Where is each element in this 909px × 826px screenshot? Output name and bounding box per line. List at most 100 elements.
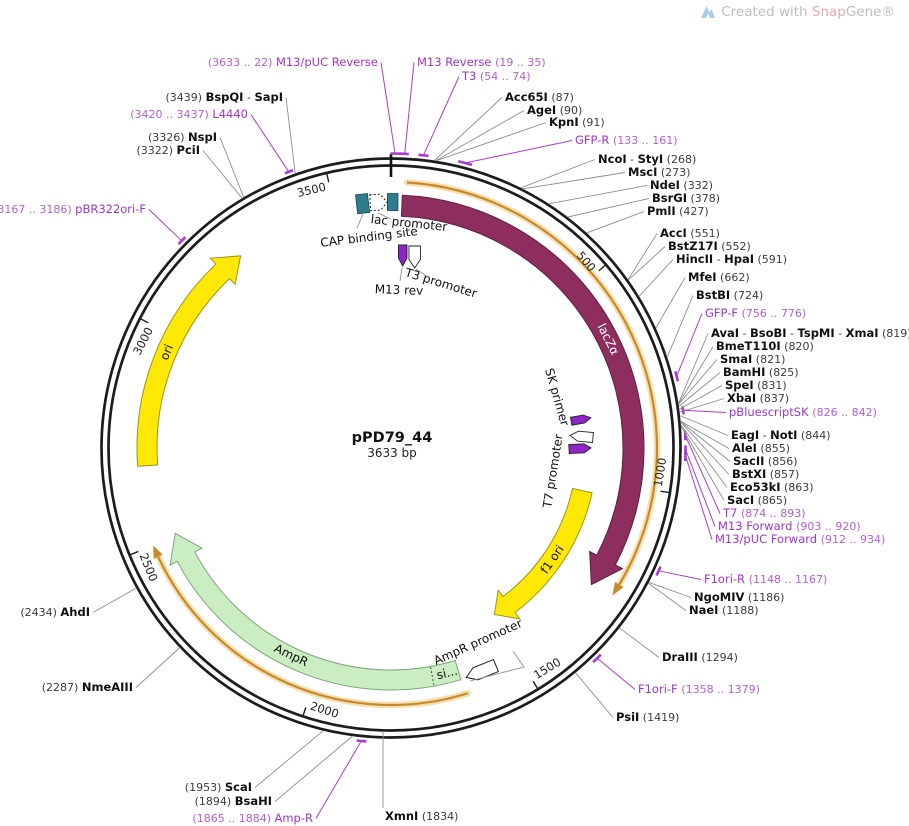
site-label-M13 Reverse[interactable]: M13 Reverse (19 .. 35) xyxy=(417,55,546,69)
site-label-F1ori-R[interactable]: F1ori-R (1148 .. 1167) xyxy=(704,572,827,586)
site-label-BspQI - SapI[interactable]: (3439) BspQI - SapI xyxy=(165,90,283,104)
feature-lacZα[interactable] xyxy=(400,194,645,586)
site-label-DraIII[interactable]: DraIII (1294) xyxy=(662,650,738,664)
site-label-F1ori-F[interactable]: F1ori-F (1358 .. 1379) xyxy=(638,682,760,696)
site-label-BsrGI[interactable]: BsrGI (378) xyxy=(652,191,720,205)
leader-BspQI - SapI xyxy=(285,97,296,174)
site-label-EagI - NotI[interactable]: EagI - NotI (844) xyxy=(731,428,831,442)
feature-AmpR[interactable] xyxy=(169,532,462,691)
leader-SmaI xyxy=(678,359,718,405)
label-stub xyxy=(356,213,364,229)
primer-mark-F1ori-F xyxy=(592,653,602,664)
site-label-NdeI[interactable]: NdeI (332) xyxy=(650,178,713,192)
site-label-NmeAIII[interactable]: (2287) NmeAIII xyxy=(42,680,133,694)
site-label-Acc65I[interactable]: Acc65I (87) xyxy=(505,90,574,104)
leader-BsrGI xyxy=(567,198,650,218)
inner-label-M13 rev: M13 rev xyxy=(374,282,423,298)
feature-label-ori[interactable]: ori xyxy=(157,342,176,362)
primer-mark-pBluescriptSK xyxy=(681,406,685,415)
tick-label-1500: 1500 xyxy=(531,655,563,682)
site-label-BstBI[interactable]: BstBI (724) xyxy=(696,288,763,302)
site-label-BstZ17I[interactable]: BstZ17I (552) xyxy=(668,239,751,253)
site-label-AleI[interactable]: AleI (855) xyxy=(732,441,790,455)
site-label-pBR322ori-F[interactable]: (3167 .. 3186) pBR322ori-F xyxy=(0,202,146,216)
leader-M13/pUC Reverse xyxy=(380,62,396,154)
leader-NmeAIII xyxy=(135,647,180,688)
site-label-M13/pUC Reverse[interactable]: (3633 .. 22) M13/pUC Reverse xyxy=(208,55,378,69)
site-label-KpnI[interactable]: KpnI (91) xyxy=(549,115,605,129)
site-label-GFP-F[interactable]: GFP-F (756 .. 776) xyxy=(705,306,806,320)
t3-promoter-arrow[interactable] xyxy=(408,245,421,269)
tick-label-1000: 1000 xyxy=(651,457,669,488)
site-label-PciI[interactable]: (3322) PciI xyxy=(136,143,200,157)
primer-mark-Amp-R xyxy=(356,739,367,743)
t7-primer-arrow[interactable] xyxy=(568,443,592,455)
ampr-promoter-arrow[interactable] xyxy=(464,658,500,684)
m13-rev-arrow[interactable] xyxy=(398,244,408,267)
site-label-SmaI[interactable]: SmaI (821) xyxy=(720,352,785,366)
site-label-pBluescriptSK[interactable]: pBluescriptSK (826 .. 842) xyxy=(729,405,877,419)
site-label-L4440[interactable]: (3420 .. 3437) L4440 xyxy=(130,107,248,121)
inner-label-SK primer: SK primer xyxy=(542,367,572,428)
label-stub xyxy=(415,268,429,278)
site-label-T3[interactable]: T3 (54 .. 74) xyxy=(461,69,531,83)
site-label-NaeI[interactable]: NaeI (1188) xyxy=(689,603,759,617)
site-label-NcoI - StyI[interactable]: NcoI - StyI (268) xyxy=(598,152,696,166)
site-label-T7[interactable]: T7 (874 .. 893) xyxy=(722,506,806,520)
cap-binding-site-box-2[interactable] xyxy=(386,193,399,211)
tick-3500 xyxy=(325,172,330,183)
site-label-AhdI[interactable]: (2434) AhdI xyxy=(20,605,90,619)
lac-promoter-arrow[interactable] xyxy=(369,193,388,212)
site-label-XbaI[interactable]: XbaI (837) xyxy=(727,391,789,405)
primer-mark-GFP-F xyxy=(674,371,680,382)
site-label-SpeI[interactable]: SpeI (831) xyxy=(725,378,787,392)
leader-GFP-F xyxy=(676,313,703,377)
site-label-NspI[interactable]: (3326) NspI xyxy=(148,130,217,144)
site-label-NgoMIV[interactable]: NgoMIV (1186) xyxy=(694,590,784,604)
leader-PciI xyxy=(202,150,243,199)
site-label-Amp-R[interactable]: (1865 .. 1884) Amp-R xyxy=(192,811,313,825)
leader-GFP-R xyxy=(464,140,573,164)
snapgene-logo xyxy=(701,6,716,18)
site-label-AccI[interactable]: AccI (551) xyxy=(660,226,720,240)
leader-Amp-R xyxy=(315,740,362,819)
site-label-XmnI[interactable]: XmnI (1834) xyxy=(385,809,458,823)
cap-binding-site-box-1[interactable] xyxy=(355,193,371,215)
orf-arrowhead xyxy=(612,582,624,596)
site-label-BstXI[interactable]: BstXI (857) xyxy=(732,467,799,481)
watermark-brand-gene: Gene® xyxy=(845,4,895,20)
leader-BstXI xyxy=(680,421,730,475)
leader-KpnI xyxy=(436,122,547,162)
sk-primer-arrow[interactable] xyxy=(569,414,592,426)
site-label-GFP-R[interactable]: GFP-R (133 .. 161) xyxy=(575,133,678,147)
leader-F1ori-F xyxy=(596,657,636,690)
site-label-Eco53kI[interactable]: Eco53kI (863) xyxy=(730,480,814,494)
site-label-SacI[interactable]: SacI (865) xyxy=(727,493,787,507)
leader-NdeI xyxy=(548,185,648,205)
site-label-MscI[interactable]: MscI (273) xyxy=(628,165,690,179)
site-label-BmeT110I[interactable]: BmeT110I (820) xyxy=(716,339,814,353)
leader-Acc65I xyxy=(434,97,503,161)
leader-NgoMIV xyxy=(648,582,692,598)
site-label-BamHI[interactable]: BamHI (825) xyxy=(723,365,799,379)
tick-2500 xyxy=(129,550,139,556)
leader-SacI xyxy=(680,426,725,501)
site-label-M13 Forward[interactable]: M13 Forward (903 .. 920) xyxy=(718,519,861,533)
site-label-PmlI[interactable]: PmlI (427) xyxy=(647,204,709,218)
site-label-BsaHI[interactable]: (1894) BsaHI xyxy=(195,794,272,808)
site-label-M13/pUC Forward[interactable]: M13/pUC Forward (912 .. 934) xyxy=(715,532,885,546)
feature-f1 ori[interactable] xyxy=(493,487,593,620)
site-label-HincII - HpaI[interactable]: HincII - HpaI (591) xyxy=(676,252,787,266)
site-label-AvaI - BsoBI - TspMI - XmaI[interactable]: AvaI - BsoBI - TspMI - XmaI (819) xyxy=(711,326,909,340)
feature-ori[interactable] xyxy=(136,255,242,467)
leader-AleI xyxy=(680,420,730,449)
site-label-ScaI[interactable]: (1953) ScaI xyxy=(185,780,252,794)
site-label-AgeI[interactable]: AgeI (90) xyxy=(527,103,582,117)
watermark-text-created: Created with SnapGene® xyxy=(721,4,895,20)
site-label-SacII[interactable]: SacII (856) xyxy=(733,454,798,468)
site-label-MfeI[interactable]: MfeI (662) xyxy=(688,270,750,284)
tick-label-3500: 3500 xyxy=(296,180,328,200)
t7-promoter-arrow[interactable] xyxy=(569,430,594,443)
site-label-PsiI[interactable]: PsiI (1419) xyxy=(616,710,679,724)
leader-HincII - HpaI xyxy=(638,259,674,297)
